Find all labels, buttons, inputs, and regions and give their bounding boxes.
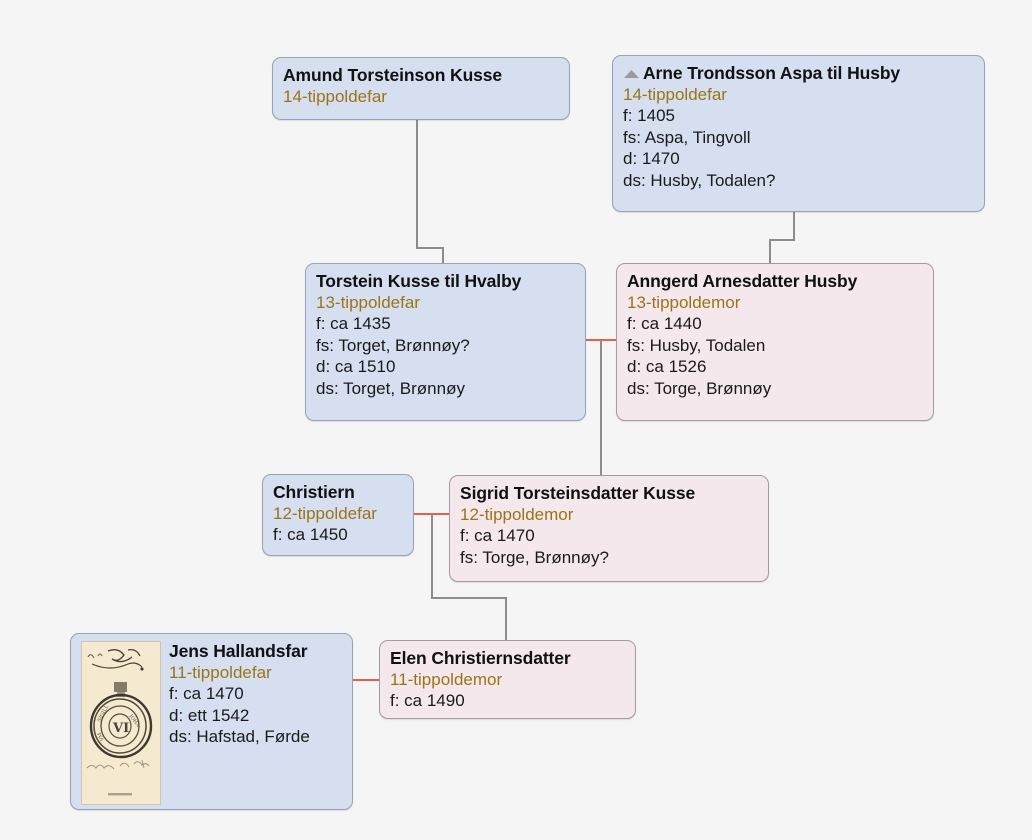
person-name: Jens Hallandsfar bbox=[169, 641, 308, 661]
svg-text:VM: VM bbox=[97, 731, 107, 742]
person-fact-death: d: ca 1510 bbox=[316, 357, 396, 377]
person-card-elen[interactable]: Elen Christiernsdatter 11-tippoldemor f:… bbox=[379, 640, 636, 719]
person-card-jens[interactable]: SIGILL IOHA VM VI Jens Hallandsfar 11-ti… bbox=[70, 633, 353, 810]
person-fact-birthplace: fs: Husby, Todalen bbox=[627, 335, 766, 355]
person-relation: 12-tippoldefar bbox=[273, 504, 377, 524]
person-card-christiern[interactable]: Christiern 12-tippoldefar f: ca 1450 bbox=[262, 474, 414, 556]
descent-line-arne-to-anngerd bbox=[769, 212, 795, 263]
person-card-arne[interactable]: Arne Trondsson Aspa til Husby 14-tippold… bbox=[612, 55, 985, 212]
person-fact-death: d: ett 1542 bbox=[169, 705, 250, 725]
person-name: Sigrid Torsteinsdatter Kusse bbox=[460, 483, 696, 503]
old-document-seal-thumbnail[interactable]: SIGILL IOHA VM VI bbox=[81, 641, 161, 805]
person-relation: 11-tippoldefar bbox=[169, 663, 272, 683]
descent-line-amund-to-torstein bbox=[416, 120, 444, 263]
person-fact-birthplace: fs: Torge, Brønnøy? bbox=[460, 547, 609, 567]
person-name: Christiern bbox=[273, 482, 355, 502]
person-card-torstein[interactable]: Torstein Kusse til Hvalby 13-tippoldefar… bbox=[305, 263, 586, 421]
person-fact-birthplace: fs: Aspa, Tingvoll bbox=[623, 127, 751, 147]
person-card-amund[interactable]: Amund Torsteinson Kusse 14-tippoldefar bbox=[272, 57, 570, 120]
person-fact-birth: f: ca 1490 bbox=[390, 691, 465, 711]
person-fact-deathplace: ds: Torget, Brønnøy bbox=[316, 378, 465, 398]
person-name: Arne Trondsson Aspa til Husby bbox=[643, 63, 901, 83]
person-fact-deathplace: ds: Torge, Brønnøy bbox=[627, 378, 772, 398]
person-name: Amund Torsteinson Kusse bbox=[283, 65, 503, 85]
person-card-sigrid[interactable]: Sigrid Torsteinsdatter Kusse 12-tippolde… bbox=[449, 475, 769, 582]
person-fact-birth: f: ca 1435 bbox=[316, 314, 391, 334]
person-name: Anngerd Arnesdatter Husby bbox=[627, 271, 858, 291]
svg-text:VI: VI bbox=[112, 721, 129, 736]
person-fact-birth: f: ca 1450 bbox=[273, 525, 348, 545]
person-fact-birth: f: ca 1440 bbox=[627, 314, 702, 334]
person-fact-deathplace: ds: Hafstad, Førde bbox=[169, 727, 310, 747]
person-name: Torstein Kusse til Hvalby bbox=[316, 271, 522, 291]
collapse-triangle-icon[interactable] bbox=[623, 66, 640, 79]
person-fact-deathplace: ds: Husby, Todalen? bbox=[623, 170, 776, 190]
person-relation: 11-tippoldemor bbox=[390, 670, 503, 690]
person-name: Elen Christiernsdatter bbox=[390, 648, 571, 668]
person-fact-birth: f: ca 1470 bbox=[169, 684, 244, 704]
person-relation: 14-tippoldefar bbox=[623, 85, 727, 105]
person-fact-birthplace: fs: Torget, Brønnøy? bbox=[316, 335, 470, 355]
person-fact-death: d: 1470 bbox=[623, 149, 680, 169]
person-relation: 12-tippoldemor bbox=[460, 505, 574, 525]
person-card-anngerd[interactable]: Anngerd Arnesdatter Husby 13-tippoldemor… bbox=[616, 263, 934, 421]
person-relation: 13-tippoldefar bbox=[316, 293, 420, 313]
person-relation: 13-tippoldemor bbox=[627, 293, 741, 313]
person-fact-birth: f: ca 1470 bbox=[460, 526, 535, 546]
person-fact-death: d: ca 1526 bbox=[627, 357, 707, 377]
person-fact-birth: f: 1405 bbox=[623, 106, 675, 126]
person-relation: 14-tippoldefar bbox=[283, 87, 387, 107]
